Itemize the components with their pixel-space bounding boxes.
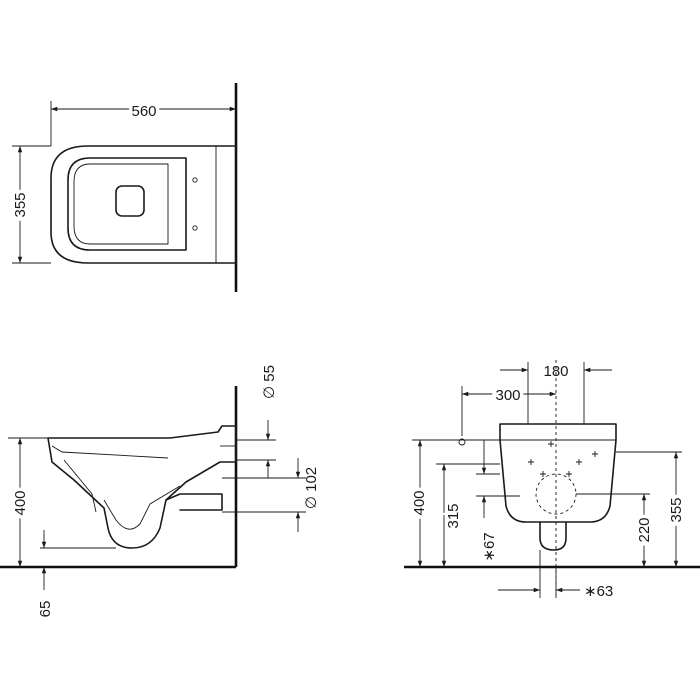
bolt-marker <box>540 471 546 477</box>
side-view-outlet-pipe <box>165 493 223 511</box>
bolt-spacing-label: 180 <box>543 363 568 380</box>
side-view-rim-inner <box>51 445 169 459</box>
top-view-fixing-hole-bottom <box>192 225 198 231</box>
top-view-seat-inner <box>73 163 169 245</box>
front-view-bolt-markers <box>528 441 598 477</box>
inlet-diameter-label: ∅ 55 <box>261 365 278 399</box>
inlet-mark-label: ∗67 <box>481 532 498 561</box>
outlet-diameter-label: ∅ 102 <box>303 467 320 509</box>
top-height-label: 355 <box>668 497 685 522</box>
bolt-marker <box>592 451 598 457</box>
bolt-marker <box>548 441 554 447</box>
front-view: 180 300 400 315 ∗67 220 355 ∗63 <box>404 360 700 600</box>
outlet-height-label: 220 <box>636 517 653 542</box>
side-height-label: 400 <box>12 490 29 515</box>
side-view-bowl-outline <box>47 425 237 549</box>
side-view-trapway <box>63 459 181 530</box>
inlet-offset-label: 300 <box>495 387 520 404</box>
front-height-label: 400 <box>411 490 428 515</box>
top-view: 560 355 <box>9 83 238 292</box>
top-view-tank-edge <box>215 145 237 264</box>
front-view-body-outline <box>499 423 617 523</box>
outlet-width-label: ∗63 <box>584 583 613 600</box>
top-view-fixing-hole-top <box>192 177 198 183</box>
bolt-marker <box>528 459 534 465</box>
depth-label: 355 <box>12 192 29 217</box>
width-label: 560 <box>131 103 156 120</box>
top-view-seat-outline <box>67 157 187 251</box>
inlet-height-label: 315 <box>445 503 462 528</box>
front-view-pedestal <box>539 521 567 551</box>
bolt-marker <box>576 459 582 465</box>
front-view-inlet-marker <box>458 438 466 446</box>
bolt-marker <box>566 471 572 477</box>
floor-clearance-label: 65 <box>37 601 54 618</box>
top-view-opening <box>115 185 145 217</box>
top-view-bowl-outline <box>50 145 237 264</box>
side-view: 400 65 ∅ 55 ∅ 102 <box>0 365 320 617</box>
